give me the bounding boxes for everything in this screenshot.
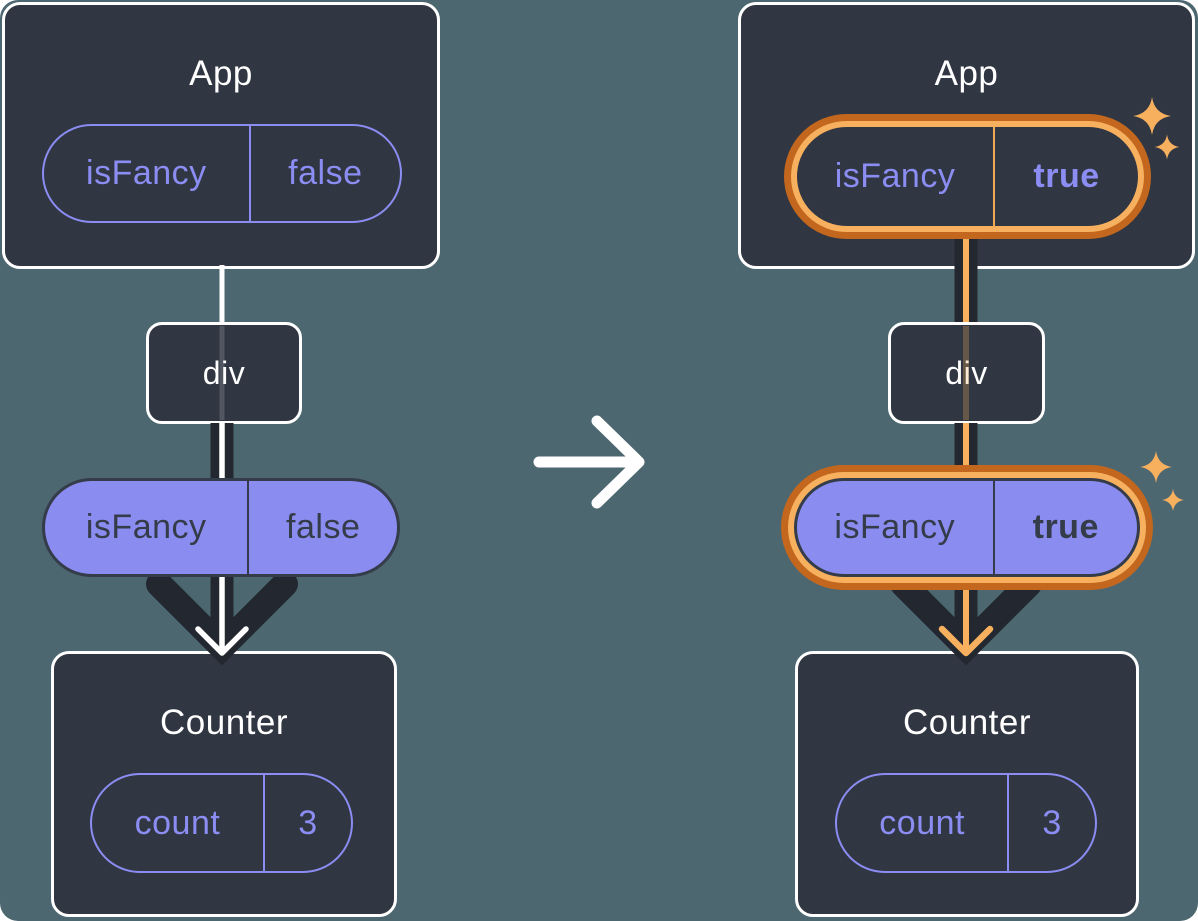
before-app-prop-pill: isFancy false [42,124,402,223]
state-value: 3 [262,775,351,871]
prop-name: isFancy [834,157,956,195]
state-value: 3 [1007,775,1095,871]
before-counter-state-pill: count 3 [90,773,353,873]
sparkle-icon [1140,451,1172,483]
before-div-label: div [202,354,246,391]
sparkle-icon [1162,489,1184,511]
after-div-label: div [945,354,988,391]
transition-arrow-icon [533,415,645,509]
after-div-card: div [888,322,1045,424]
after-passed-prop-pill-highlighted: isFancy true [794,478,1140,577]
prop-name: isFancy [85,508,207,546]
after-app-prop-pill-highlighted: isFancy true [791,121,1144,232]
after-app-title: App [934,54,999,93]
left-prop-arrowhead-icon [146,571,298,666]
before-div-card: div [146,322,302,424]
prop-value: false [248,126,400,221]
before-counter-title: Counter [159,703,289,742]
prop-name: isFancy [834,508,956,546]
prop-value: true [993,127,1138,226]
prop-value: false [247,481,397,574]
state-name: count [134,803,221,842]
right-tree-connectors [890,234,1042,666]
before-app-title: App [189,54,253,93]
right-prop-arrowhead-icon [890,571,1042,666]
prop-name: isFancy [86,154,207,192]
after-counter-state-pill: count 3 [835,773,1097,873]
left-prop-core-arrowhead-icon [195,626,249,656]
right-prop-core-arrowhead-icon [938,625,994,657]
prop-value: true [992,481,1138,574]
after-counter-title: Counter [902,703,1032,742]
before-passed-prop-pill: isFancy false [42,478,400,577]
state-name: count [879,803,965,842]
